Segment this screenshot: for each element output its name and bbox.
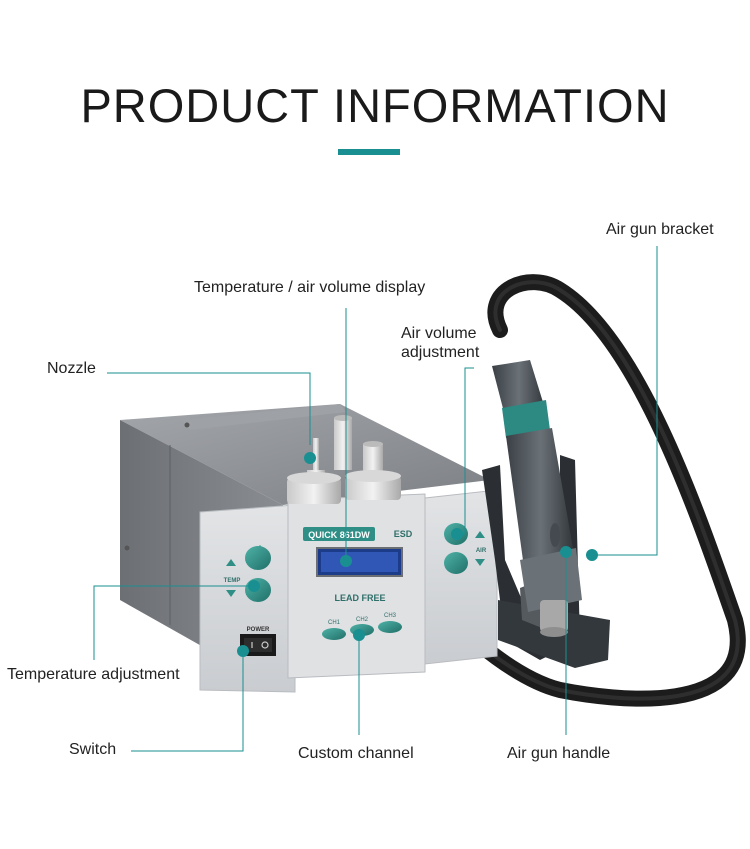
title-underline bbox=[338, 149, 400, 155]
page-title: PRODUCT INFORMATION bbox=[80, 79, 670, 132]
brand-text: QUICK 861DW bbox=[308, 530, 370, 540]
temp-label: TEMP bbox=[224, 578, 241, 584]
ch3-button[interactable] bbox=[378, 621, 402, 633]
callout-lines bbox=[93, 246, 658, 752]
lead-free-label: LEAD FREE bbox=[334, 593, 385, 603]
label-air-volume-line1: Air volume bbox=[401, 325, 477, 342]
gun-teal-ring bbox=[502, 400, 550, 438]
label-display: Temperature / air volume display bbox=[194, 279, 426, 296]
esd-label: ESD bbox=[394, 529, 413, 539]
air-up-arrow-icon bbox=[475, 531, 485, 538]
air-down-arrow-icon bbox=[475, 559, 485, 566]
ch1-label: CH1 bbox=[328, 620, 341, 626]
front-panel-right bbox=[424, 489, 498, 665]
power-label: POWER bbox=[247, 627, 270, 633]
label-switch: Switch bbox=[69, 741, 117, 758]
ch3-label: CH3 bbox=[384, 613, 397, 619]
ch1-button[interactable] bbox=[322, 628, 346, 640]
brand-badge bbox=[303, 527, 375, 541]
label-air-gun-handle: Air gun handle bbox=[507, 745, 611, 762]
temp-down-arrow-icon bbox=[226, 590, 236, 597]
nozzle-wide-left bbox=[287, 478, 341, 504]
label-air-gun-bracket: Air gun bracket bbox=[606, 221, 714, 238]
ch2-label: CH2 bbox=[356, 617, 369, 623]
front-panel-center bbox=[287, 493, 426, 679]
nozzle-tall bbox=[334, 418, 352, 470]
air-down-button[interactable] bbox=[444, 552, 468, 574]
temp-up-arrow-icon bbox=[226, 559, 236, 566]
label-temperature-adjustment: Temperature adjustment bbox=[7, 666, 180, 683]
label-nozzle: Nozzle bbox=[47, 360, 96, 377]
label-air-volume-line2: adjustment bbox=[401, 344, 480, 361]
label-custom-channel: Custom channel bbox=[298, 745, 414, 762]
nozzle-wide-right bbox=[345, 476, 401, 500]
air-label: AIR bbox=[476, 548, 487, 554]
callout-dots bbox=[237, 452, 598, 657]
front-panel-left bbox=[199, 504, 296, 693]
